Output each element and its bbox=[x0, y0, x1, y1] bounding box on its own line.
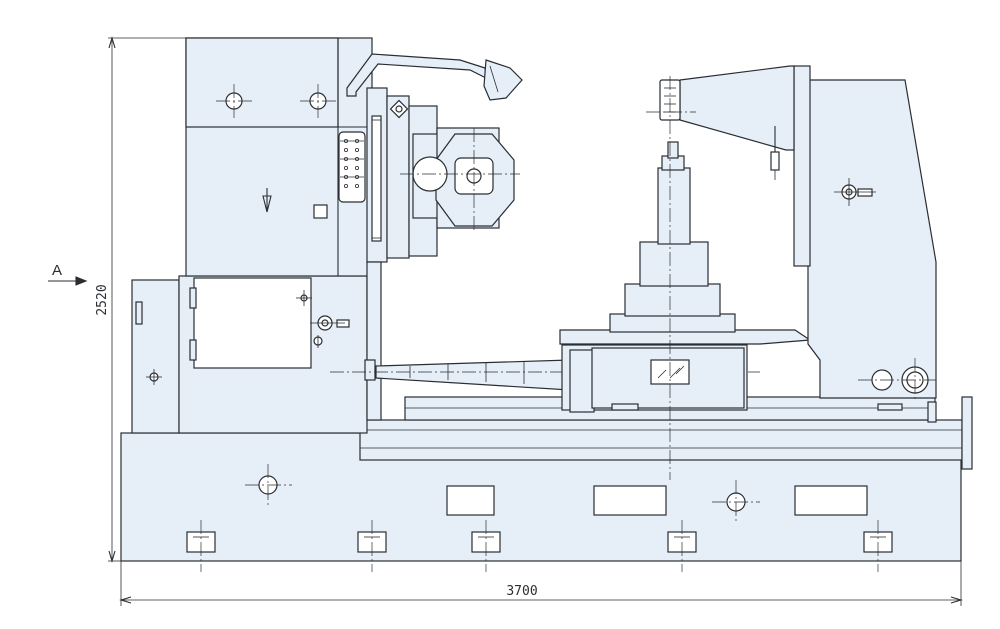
column-handwheel bbox=[834, 178, 876, 206]
left-cabinet bbox=[131, 275, 368, 434]
small-window bbox=[313, 204, 328, 219]
base-window-3 bbox=[794, 485, 868, 516]
vertical-slide bbox=[366, 87, 520, 263]
worktable bbox=[559, 141, 812, 413]
column-holes bbox=[858, 358, 936, 411]
width-dimension: 3700 bbox=[119, 469, 963, 606]
right-gauge bbox=[770, 126, 780, 180]
cabinet-door bbox=[193, 277, 312, 369]
work-lamp bbox=[346, 53, 523, 101]
width-dimension-label: 3700 bbox=[506, 584, 537, 599]
upper-hole-2 bbox=[300, 84, 336, 118]
base-window-2 bbox=[593, 485, 667, 516]
watermark: timac.en.alibaba.com bbox=[406, 306, 595, 328]
foot-bolts bbox=[186, 520, 893, 572]
base-hole-right bbox=[712, 480, 760, 524]
upper-hole-1 bbox=[216, 84, 252, 118]
height-dimension-label: 2520 bbox=[95, 284, 110, 315]
left-column bbox=[185, 37, 373, 277]
right-column bbox=[646, 65, 937, 480]
adjust-knob bbox=[310, 315, 350, 348]
height-dimension: 2520 bbox=[95, 36, 190, 563]
view-direction-marker: A bbox=[48, 262, 88, 286]
base-hole-left bbox=[245, 464, 292, 506]
cabinet-handle bbox=[296, 290, 312, 306]
upper-panel bbox=[185, 37, 339, 128]
view-direction-label: A bbox=[52, 262, 62, 279]
control-panel bbox=[338, 131, 366, 203]
cabinet-bolt bbox=[146, 369, 162, 385]
slide-diamond bbox=[389, 99, 409, 119]
boring-bar bbox=[330, 261, 760, 421]
base-window-1 bbox=[446, 485, 495, 516]
pointer-icon bbox=[262, 188, 272, 213]
